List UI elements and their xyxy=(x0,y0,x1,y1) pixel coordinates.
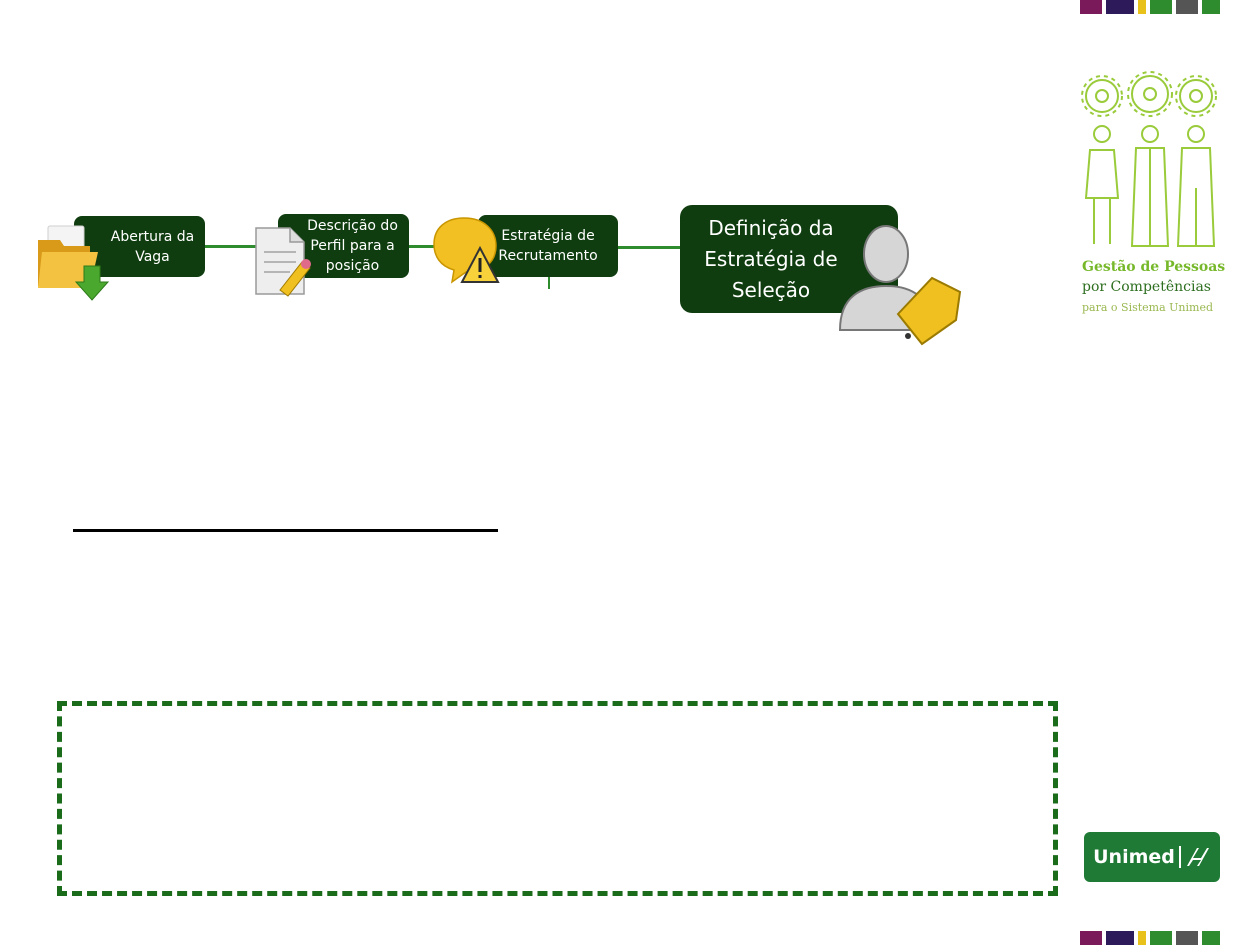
flow-step-label: Estratégia de Recrutamento xyxy=(498,228,598,264)
flow-step-descricao-do-perfil: Descrição do Perfil para a posição xyxy=(278,214,409,278)
flow-step-estrategia-de-recrutamento: Estratégia de Recrutamento xyxy=(478,215,618,277)
flow-step-label: Definição da Estratégia de Seleção xyxy=(704,215,838,302)
brand-subtitle: por Competências xyxy=(1082,279,1211,295)
unimed-symbol-icon xyxy=(1186,848,1209,866)
dashed-content-box xyxy=(57,701,1058,896)
unimed-logo-text: Unimed xyxy=(1093,846,1175,868)
unimed-logo: Unimed xyxy=(1084,832,1220,882)
connector-1-2 xyxy=(205,245,280,248)
brand-tagline: para o Sistema Unimed xyxy=(1082,301,1214,314)
connector-3-4 xyxy=(618,246,682,249)
brand-title: Gestão de Pessoas xyxy=(1082,259,1226,275)
user-tag-icon xyxy=(838,225,962,346)
document-edit-icon xyxy=(255,227,311,297)
top-color-stripe xyxy=(1080,0,1220,14)
bottom-color-stripe xyxy=(1080,931,1220,945)
logo-separator xyxy=(1178,846,1181,868)
warning-chat-icon xyxy=(433,217,500,284)
folder-download-icon xyxy=(38,225,110,301)
section-underline xyxy=(73,529,498,532)
flow-step-label: Descrição do Perfil para a posição xyxy=(307,218,398,274)
connector-2-3 xyxy=(409,245,439,248)
flow-step-abertura-da-vaga: Abertura da Vaga xyxy=(74,216,205,277)
flow-step-label: Abertura da Vaga xyxy=(110,228,195,265)
gears-people-logo-icon xyxy=(1081,71,1217,247)
connector-stub xyxy=(548,277,550,289)
